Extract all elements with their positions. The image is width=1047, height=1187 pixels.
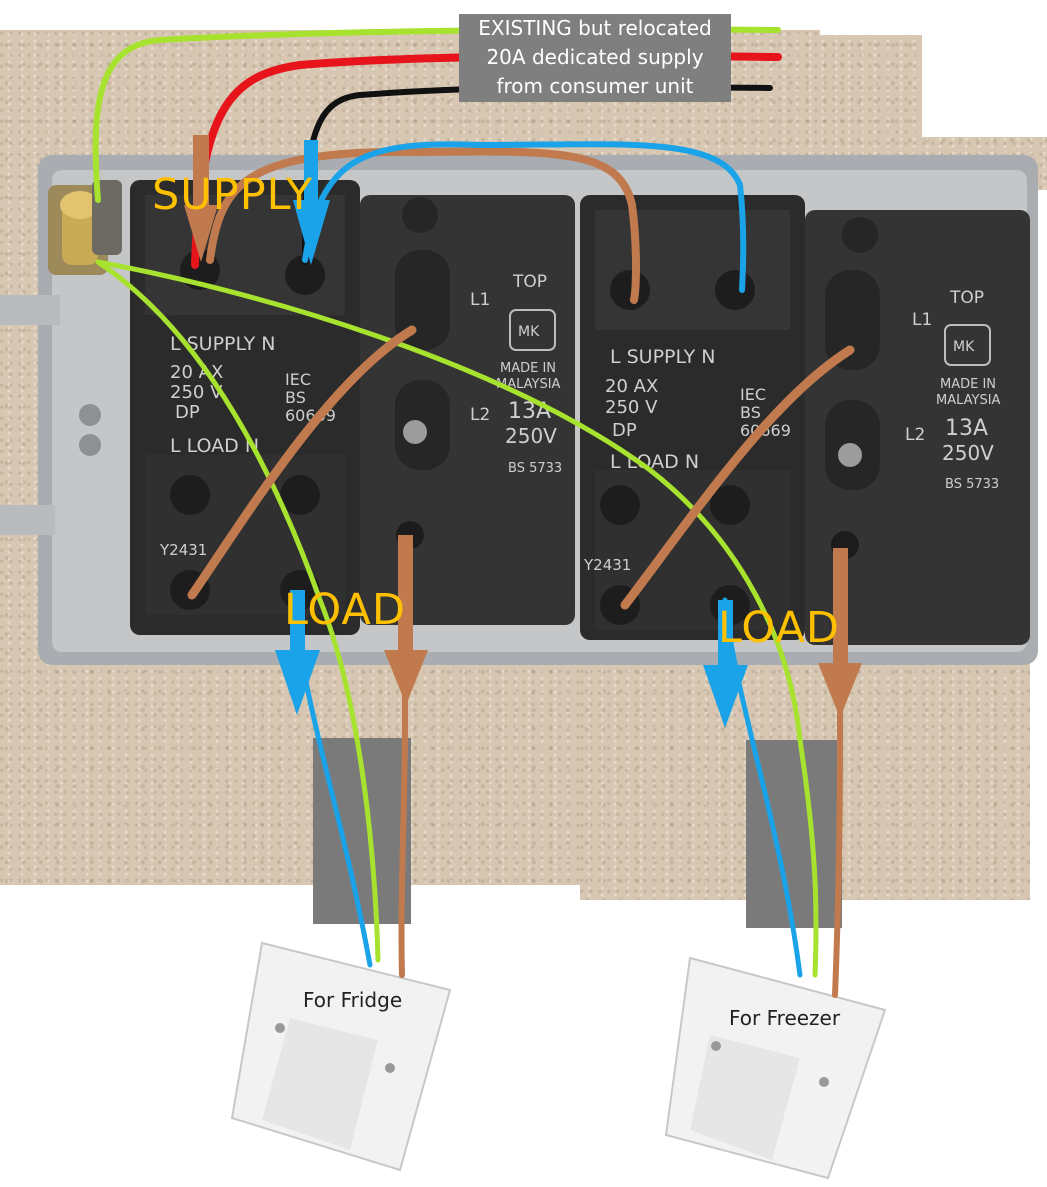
arrow-load-live-right (818, 548, 862, 718)
fuse-unit-right: TOP L1 MK MADE IN MALAYSIA L2 13A 250V B… (805, 210, 1030, 645)
photo-mask-notch (922, 35, 1047, 137)
switch-right-supply-row: L SUPPLY N (610, 346, 715, 368)
switch-left-volts: 250V (505, 424, 557, 448)
switch-right-made-in: MADE IN (940, 377, 996, 392)
switch-left-brand: MK (518, 324, 540, 340)
wire-earth-to-fridge (95, 259, 381, 963)
switch-left-l1: L1 (470, 290, 490, 310)
switch-left-standard: BS 5733 (508, 461, 562, 476)
switch-left-bs: BS (285, 388, 306, 407)
freezer-outlet-label: For Freezer (729, 1006, 841, 1030)
wire-link-live (206, 147, 640, 304)
switch-right-dp: DP (612, 420, 637, 441)
switch-left-voltage: 250 V (170, 382, 223, 403)
switch-right-top: TOP (949, 288, 984, 308)
wire-earth-to-freezer (95, 259, 819, 978)
switch-right-volts: 250V (942, 441, 994, 465)
fuse-unit-left: TOP L1 MK MADE IN MALAYSIA L2 13A 250V B… (360, 195, 575, 625)
arrow-load-neutral-left (275, 590, 320, 715)
switch-left-made-in: MADE IN (500, 361, 556, 376)
wire-live-fridge (398, 542, 408, 978)
switch-left-dp: DP (175, 402, 200, 423)
switch-right-iec: IEC (740, 385, 766, 404)
outlet-plate-freezer (664, 956, 887, 1180)
switch-left-supply-row: L SUPPLY N (170, 333, 275, 355)
arrow-load-neutral-right (703, 600, 748, 728)
switch-left-part: Y2431 (159, 541, 207, 559)
note-line-1: EXISTING but relocated (478, 16, 712, 40)
dp-switch-right: L SUPPLY N 20 AX 250 V DP IEC BS 60669 L… (580, 195, 805, 640)
supply-label: SUPPLY (152, 170, 314, 220)
switch-left-amps: 13A (508, 399, 551, 424)
switch-right-part: Y2431 (583, 556, 631, 574)
arrow-supply-live (184, 135, 218, 262)
switch-left-load-row: L LOAD N (170, 435, 259, 457)
switch-right-malaysia: MALAYSIA (936, 393, 1001, 408)
arrows (184, 135, 862, 728)
switch-left-iec: IEC (285, 370, 311, 389)
note-line-3: from consumer unit (496, 74, 694, 98)
wire-diagonal-left (187, 325, 417, 600)
wire-diagonal-right (620, 345, 855, 610)
switch-right-l1: L1 (912, 310, 932, 330)
switch-right-voltage: 250 V (605, 397, 658, 418)
switch-right-standard: BS 5733 (945, 477, 999, 492)
wire-live-freezer (832, 552, 843, 998)
supply-note-box: EXISTING but relocated 20A dedicated sup… (459, 14, 731, 102)
outlet-plate-fridge (230, 941, 452, 1172)
switch-right-bs: BS (740, 403, 761, 422)
arrow-supply-neutral (293, 140, 330, 265)
note-line-2: 20A dedicated supply (486, 45, 704, 69)
switch-right-amps: 13A (945, 416, 988, 441)
switch-left-top: TOP (512, 272, 547, 292)
switch-right-rating: 20 AX (605, 376, 658, 397)
switch-right-brand: MK (953, 339, 975, 355)
arrow-load-live-left (384, 535, 428, 705)
wire-link-neutral (302, 141, 747, 293)
dp-switch-left: L SUPPLY N 20 AX 250 V DP IEC BS 60669 L… (130, 180, 360, 635)
switch-right-l2: L2 (905, 425, 925, 445)
photo-mask-top-right (820, 0, 1047, 35)
fridge-outlet-label: For Fridge (303, 988, 403, 1012)
switch-left-l2: L2 (470, 405, 490, 425)
load-label-left: LOAD (284, 585, 407, 635)
load-label-right: LOAD (718, 603, 841, 653)
